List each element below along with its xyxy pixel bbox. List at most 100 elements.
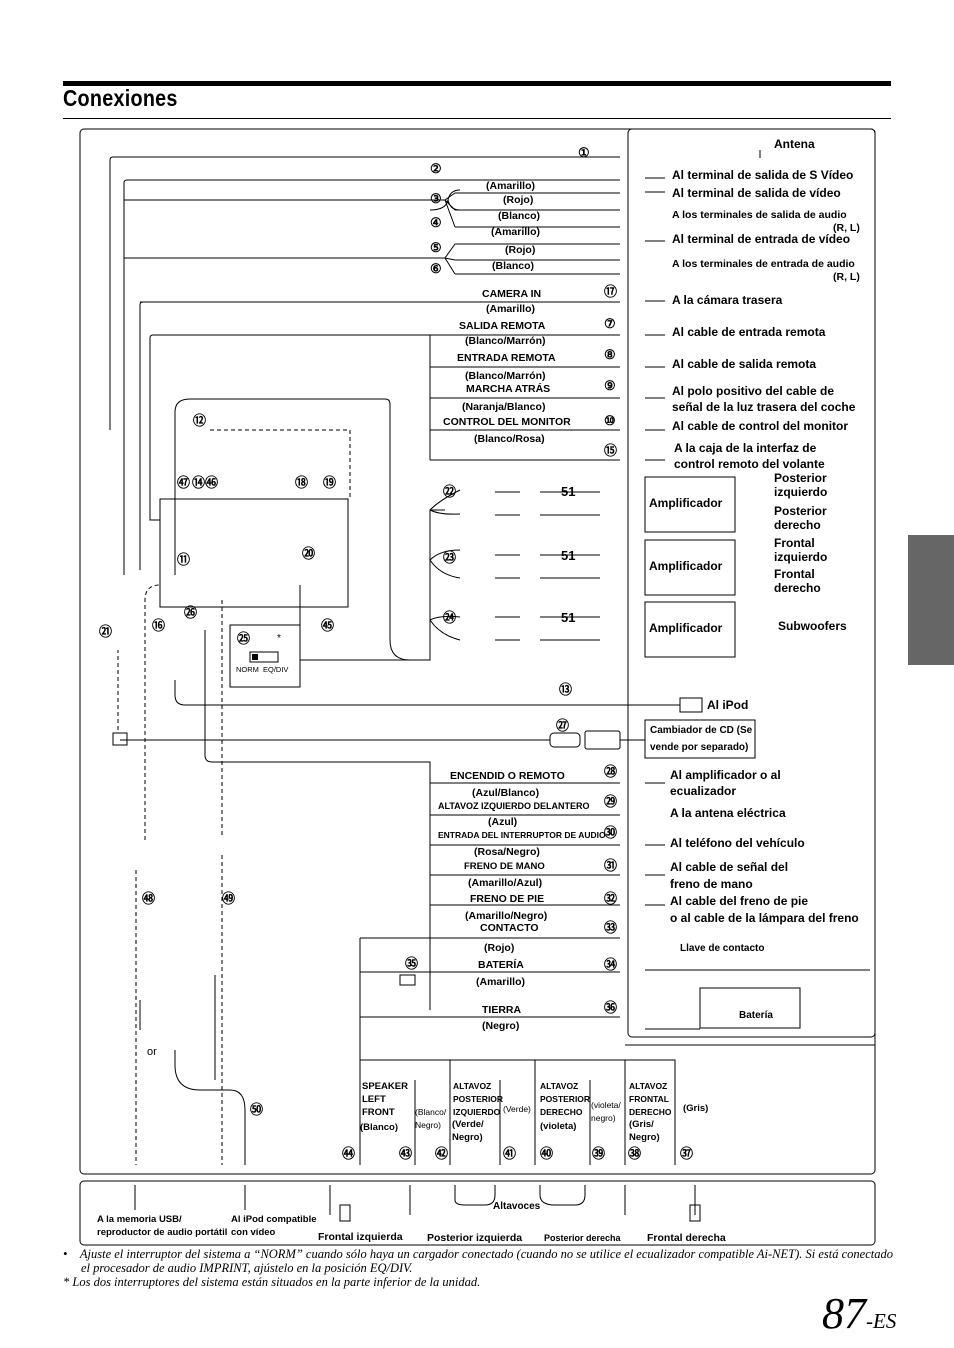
num-40: ㊵ xyxy=(540,1146,553,1161)
wire-label-amarillo-2: (Amarillo) xyxy=(491,226,540,238)
wire-ipod xyxy=(174,680,680,706)
sw-altavoz-3: ALTAVOZ xyxy=(629,1081,667,1091)
num-10: ⑩ xyxy=(604,413,616,428)
sw-posterior-2: POSTERIOR xyxy=(540,1094,590,1104)
num-16: ⑯ xyxy=(152,618,165,633)
num-11: ⑪ xyxy=(177,552,190,567)
num-48: ㊽ xyxy=(142,891,155,906)
num-47: ㊼ xyxy=(177,475,190,490)
wire-label-rojo: (Rojo) xyxy=(503,194,533,206)
label-antena-electrica: A la antena eléctrica xyxy=(670,806,786,820)
num-14: ⑭ xyxy=(192,475,205,490)
switch-eqdiv: EQ/DIV xyxy=(263,665,288,674)
wire-label-rojo-3: (Rojo) xyxy=(484,942,514,954)
label-posterior-izq-1: Posterior xyxy=(774,471,827,485)
sw-blanco-negro-2: Negro) xyxy=(415,1120,441,1130)
title-rule-bottom xyxy=(63,118,891,119)
label-llave: Llave de contacto xyxy=(680,943,764,954)
num-27: ㉗ xyxy=(556,718,569,733)
sw-verde-negro-2: Negro) xyxy=(452,1132,483,1143)
num-51-a: 51 xyxy=(561,484,575,499)
system-switch: * NORM EQ/DIV xyxy=(229,624,301,688)
bottom-usb-2: reproductor de audio portátil xyxy=(97,1227,227,1238)
sw-posterior-1: POSTERIOR xyxy=(453,1094,503,1104)
wire-label-freno-mano: FRENO DE MANO xyxy=(464,861,545,872)
bottom-frontal-der: Frontal derecha xyxy=(647,1232,726,1244)
label-telefono: Al teléfono del vehículo xyxy=(670,836,805,850)
num-4: ④ xyxy=(430,215,442,230)
num-8: ⑧ xyxy=(604,347,616,362)
sw-speaker: SPEAKER xyxy=(362,1081,408,1092)
switch-norm: NORM xyxy=(236,665,259,674)
num-34: ㉞ xyxy=(604,957,617,972)
num-13: ⑬ xyxy=(559,682,572,697)
sw-izquierdo: IZQUIERDO xyxy=(453,1107,501,1117)
wire-label-rojo-2: (Rojo) xyxy=(505,244,535,256)
num-6: ⑥ xyxy=(430,261,442,276)
wire-label-rosa-negro: (Rosa/Negro) xyxy=(474,846,540,858)
label-cable-entrada: Al cable de entrada remota xyxy=(672,325,826,339)
amp-box-1 xyxy=(644,476,736,533)
wire-label-blanco-marron-2: (Blanco/Marrón) xyxy=(465,370,546,382)
wire-label-blanco-marron: (Blanco/Marrón) xyxy=(465,335,546,347)
num-25: ㉕ xyxy=(237,631,250,646)
head-unit xyxy=(159,498,349,608)
switch-star: * xyxy=(277,633,281,644)
label-rl-2: (R, L) xyxy=(833,271,860,283)
sw-gris: (Gris) xyxy=(683,1103,708,1114)
sw-derecho-2: DERECHO xyxy=(629,1107,672,1117)
num-46: ㊻ xyxy=(205,475,218,490)
amp-box-2 xyxy=(644,539,736,596)
wire-label-negro: (Negro) xyxy=(482,1020,519,1032)
num-9: ⑨ xyxy=(604,378,616,393)
sw-gris-negro-1: (Gris/ xyxy=(629,1119,654,1130)
wire-label-freno-pie: FRENO DE PIE xyxy=(470,893,544,905)
num-22: ㉒ xyxy=(443,484,456,499)
wire-label-marcha-atras: MARCHA ATRÁS xyxy=(466,382,550,395)
num-35: ㉟ xyxy=(405,956,418,971)
wire-label-encendido: ENCENDID O REMOTO xyxy=(450,770,565,782)
bottom-frame xyxy=(79,1180,876,1246)
label-camara: A la cámara trasera xyxy=(672,293,783,307)
num-41: ㊶ xyxy=(503,1146,516,1161)
label-audio-out: A los terminales de salida de audio xyxy=(672,209,847,221)
label-posterior-izq-2: izquierdo xyxy=(774,485,827,499)
wire-label-altavoz-izq-del: ALTAVOZ IZQUIERDO DELANTERO xyxy=(438,801,590,811)
wire-label-azul-blanco: (Azul/Blanco) xyxy=(472,787,539,799)
num-1: ① xyxy=(578,145,590,160)
wire-label-naranja-blanco: (Naranja/Blanco) xyxy=(462,401,545,413)
bottom-altavoces: Altavoces xyxy=(493,1201,541,1212)
page-number-value: 87 xyxy=(822,1289,866,1338)
num-33: ㉝ xyxy=(604,920,617,935)
label-s-video: Al terminal de salida de S Vídeo xyxy=(672,168,853,182)
label-polo-2: señal de la luz trasera del coche xyxy=(672,400,856,414)
page-number: 87-ES xyxy=(822,1288,896,1339)
wire-label-entrada-remota: ENTRADA REMOTA xyxy=(457,352,556,364)
num-23: ㉓ xyxy=(443,550,456,565)
num-32: ㉜ xyxy=(604,891,617,906)
num-42: ㊷ xyxy=(435,1146,448,1161)
num-38: ㊳ xyxy=(628,1146,641,1161)
label-polo-1: Al polo positivo del cable de xyxy=(672,384,834,398)
page-title: Conexiones xyxy=(63,85,178,111)
note-1: • Ajuste el interruptor del sistema a “N… xyxy=(63,1247,893,1275)
sw-violeta: (violeta) xyxy=(540,1121,576,1132)
wire-label-control-monitor: CONTROL DEL MONITOR xyxy=(443,416,571,428)
section-tab xyxy=(908,535,954,665)
label-ampli-ecual-1: Al amplificador o al xyxy=(670,768,781,782)
num-51-b: 51 xyxy=(561,548,575,563)
bottom-ipod-1: Al iPod compatible xyxy=(231,1214,317,1225)
label-cable-salida: Al cable de salida remota xyxy=(672,357,816,371)
wire-label-entrada-interruptor: ENTRADA DEL INTERRUPTOR DE AUDIO xyxy=(438,830,606,840)
label-ipod: Al iPod xyxy=(707,698,748,712)
right-panel xyxy=(627,128,876,1038)
num-21: ㉑ xyxy=(99,624,112,639)
label-volante-2: control remoto del volante xyxy=(674,457,825,471)
wire-label-tierra: TIERRA xyxy=(482,1004,522,1016)
sw-violeta-negro-2: negro) xyxy=(591,1113,616,1123)
sw-derecho-1: DERECHO xyxy=(540,1107,583,1117)
label-senal-freno-1: Al cable de señal del xyxy=(670,860,788,874)
label-frontal-izq-2: izquierdo xyxy=(774,550,827,564)
label-amplificador-3: Amplificador xyxy=(649,621,723,635)
label-amplificador-1: Amplificador xyxy=(649,496,723,510)
